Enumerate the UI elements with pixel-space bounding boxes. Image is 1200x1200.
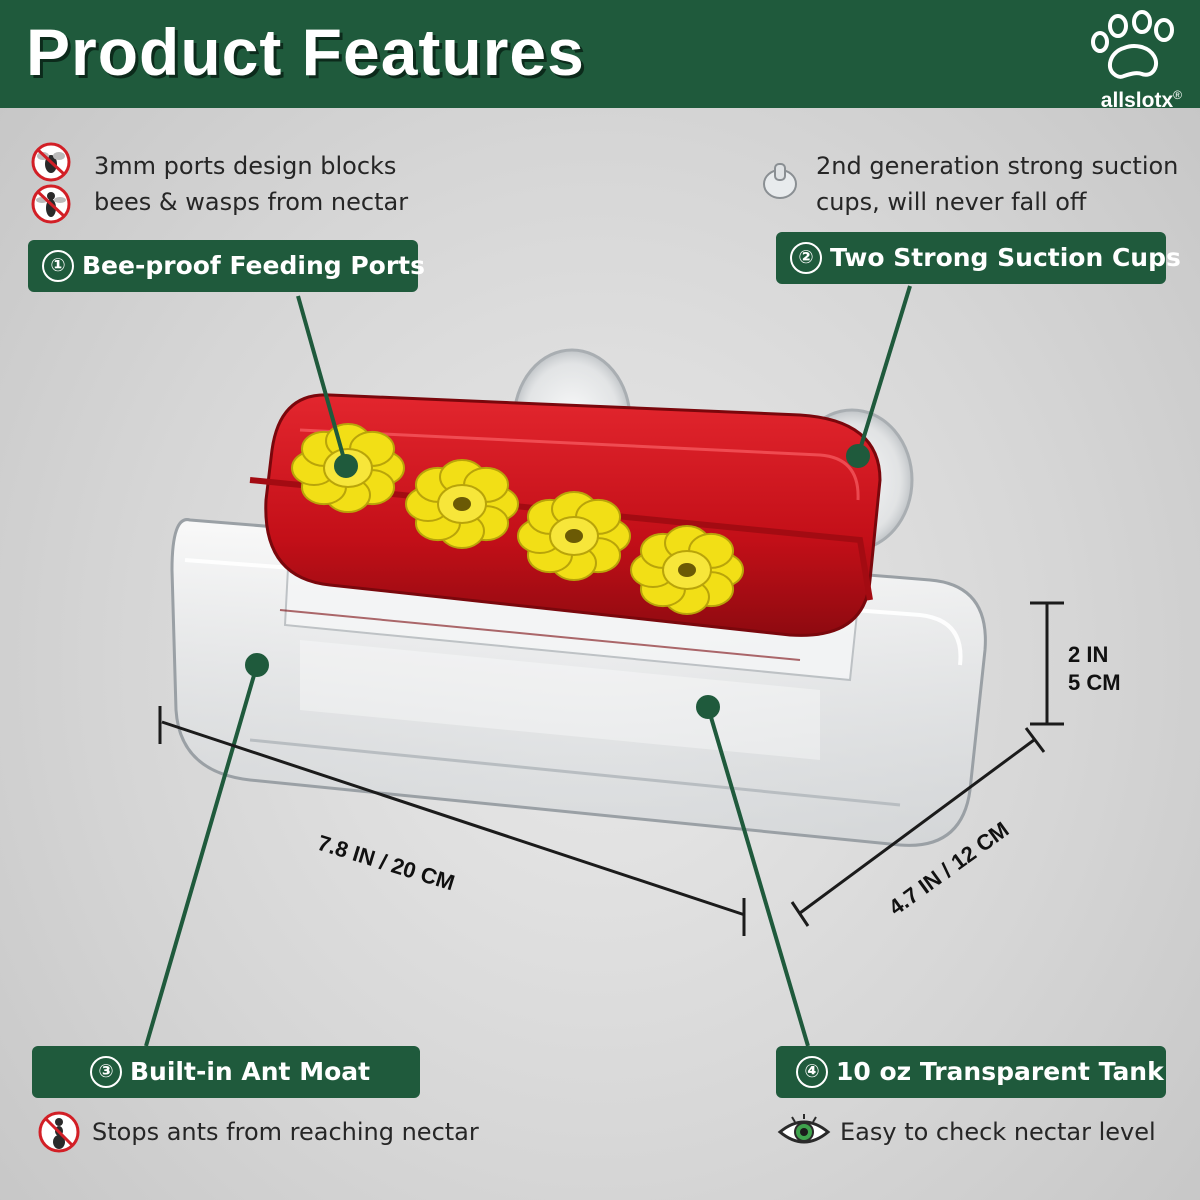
feeding-port-flower: [405, 459, 519, 549]
height-dimension-in: 2 IN: [1068, 642, 1109, 667]
dimension-lines: [158, 601, 1064, 936]
feature-1-note: 3mm ports design blocks bees & wasps fro…: [94, 152, 409, 216]
feeding-port-flower: [630, 525, 744, 615]
paw-icon: [1091, 10, 1174, 79]
page-title: Product Features: [26, 15, 585, 89]
height-dimension-cm: 5 CM: [1068, 670, 1121, 695]
header-banner: Product Features allslotx®: [0, 0, 1200, 112]
no-wasp-icon: [31, 184, 71, 224]
feature-3-note: Stops ants from reaching nectar: [92, 1118, 479, 1146]
eye-icon: [777, 1114, 831, 1144]
feeding-port-flower: [291, 423, 405, 513]
brand-name: allslotx®: [1100, 88, 1182, 112]
no-ant-icon: [38, 1111, 80, 1153]
feeding-port-flower: [517, 491, 631, 581]
feature-4-note: Easy to check nectar level: [840, 1118, 1156, 1146]
no-bee-icon: [31, 142, 71, 182]
brand-logo: allslotx®: [1080, 8, 1190, 112]
feeding-ports: [291, 423, 744, 615]
suction-cup-icon: [763, 163, 797, 199]
feature-2-note: 2nd generation strong suction cups, will…: [816, 152, 1179, 216]
